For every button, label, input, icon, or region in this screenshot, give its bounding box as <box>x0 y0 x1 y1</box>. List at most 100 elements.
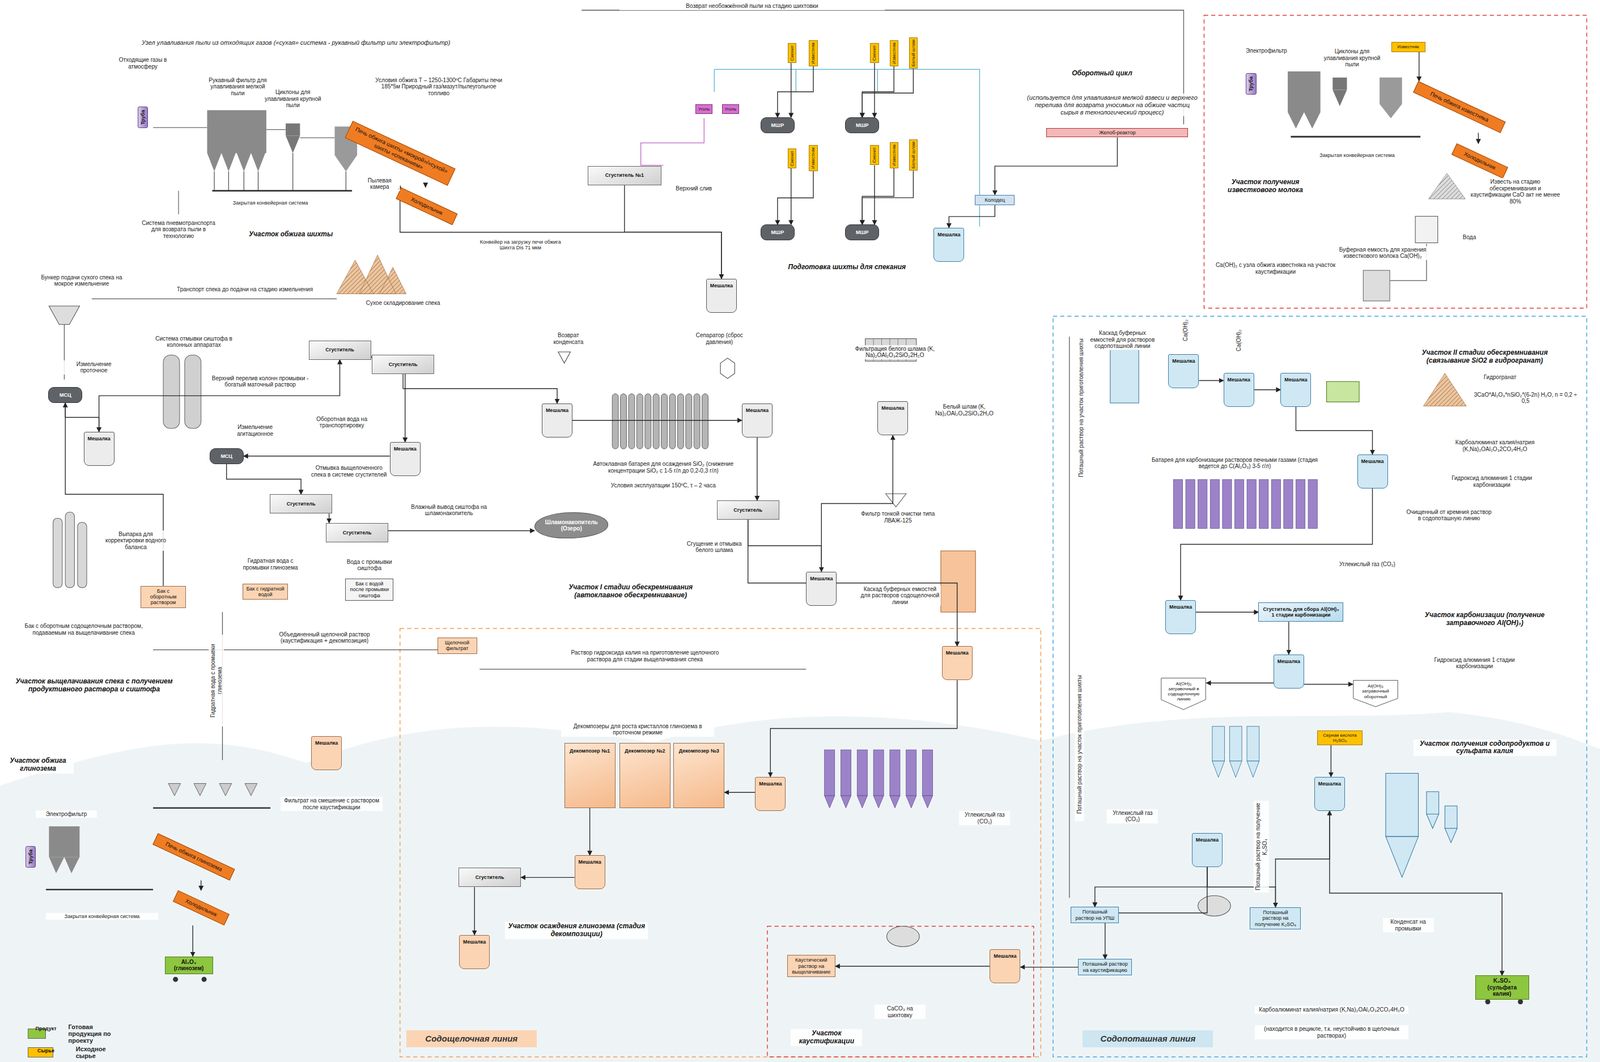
mixing-tank: Мешалка <box>1191 833 1223 868</box>
rotary-kiln: Холодильник <box>1451 143 1509 179</box>
annotation-text: Известь на стадию обескремнивания и каус… <box>1469 177 1562 206</box>
node-text: Мешалка <box>463 939 486 945</box>
node-text: Труба <box>1248 76 1254 92</box>
chimney-stack: Труба <box>1245 73 1256 95</box>
node-text: Белый шлам <box>910 39 916 67</box>
rotary-kiln: Холодильник <box>395 187 458 225</box>
node-text: Мешалка <box>545 407 569 414</box>
flow-arrow <box>400 185 722 279</box>
flow-arrow <box>192 925 193 957</box>
annotation-text: Оборотная вода на транспортировку <box>300 415 383 430</box>
flow-arrow <box>1195 612 1259 613</box>
flow-arrow <box>388 530 535 532</box>
node-text: МШР <box>855 229 869 236</box>
flow-arrow <box>1105 867 1208 960</box>
node-text: Сгуститель №1 <box>605 172 644 178</box>
node-text: Бак с водой после промывки сиштофа <box>348 580 390 599</box>
section-title: Подготовка шихты для спекания <box>765 262 929 273</box>
annotation-text: (используется для улавливания мелкой взв… <box>1025 93 1199 117</box>
node-text: Щелочной фильтрат <box>440 639 474 652</box>
annotation-text: Фильтрация белого шлама (K, Na)₂OAl₂O₃2S… <box>849 345 941 360</box>
annotation-text: Поташный раствор на участок приготовлени… <box>1076 331 1086 485</box>
area-frame <box>400 628 1042 1058</box>
node-text: Al(OH)₃ затравочный оборотный <box>1356 683 1395 700</box>
node-text: Поташный раствор на УПШ <box>1074 909 1116 922</box>
raw-material-box: Сиенит <box>869 145 879 165</box>
flow-arrow <box>756 437 758 501</box>
ball-mill: МШР <box>760 117 795 134</box>
node-text: Мешалка <box>578 859 601 865</box>
ball-mill: МШР <box>845 224 880 241</box>
annotation-text: Ca(OH)₂ <box>1234 331 1244 352</box>
node-text: МСЦ <box>59 392 72 398</box>
flow-arrow <box>862 68 914 118</box>
mixing-tank: Мешалка <box>1314 777 1345 812</box>
flow-arrow <box>1206 682 1273 683</box>
raw-material-box: Известняк <box>889 40 899 67</box>
section-title: Участок получения известкового молока <box>1208 177 1322 195</box>
annotation-text: Гидратная вода с промывки глинозема <box>208 634 224 727</box>
legend-text: Исходное сырье <box>75 1045 115 1060</box>
annotation-text: Бункер подачи сухого спека на мокрое изм… <box>35 273 128 288</box>
evaporator <box>53 512 87 588</box>
mixing-tank: Мешалка <box>933 227 965 262</box>
node-text: Мешалка <box>993 953 1017 959</box>
flow-arrow <box>948 205 995 228</box>
decomposer: Декомпозер №1 <box>564 743 616 809</box>
annotation-text: Карбоалюминат калия/натрия (K,Na)₂OAl₂O₃… <box>1439 438 1552 453</box>
flow-arrow <box>402 374 558 404</box>
thickener: Сгуститель <box>371 354 435 375</box>
node-text: Мешалка <box>1277 658 1301 665</box>
node-text: Мешалка <box>745 407 769 414</box>
flow-arrow <box>200 880 202 891</box>
annotation-text: Буферная емкость для хранения известково… <box>1326 245 1440 261</box>
hopper-shape <box>1161 677 1206 710</box>
process-lines <box>64 10 1427 898</box>
node-text: Al₂O₃ (глинозем) <box>168 958 210 973</box>
flow-arrow <box>1180 488 1373 601</box>
product-box: Al₂O₃ (глинозем) <box>164 956 214 975</box>
mixing-tank: Мешалка <box>83 431 115 466</box>
hydrogarnet-filter <box>1326 381 1360 402</box>
bag-filter <box>206 109 266 172</box>
annotation-text: Сепаратор (сброс давления) <box>688 331 750 346</box>
node-text: Мешалка <box>758 781 782 787</box>
raw-material-box: Белый шлам <box>909 139 918 172</box>
flow-arrow <box>862 66 894 118</box>
annotation-text: Сухое складирование спека <box>362 299 444 308</box>
node-text: Белый шлам <box>910 141 916 169</box>
collection-well: Колодец <box>974 194 1015 206</box>
node-text: Печь обжига известняка <box>1428 90 1490 124</box>
annotation-text: (находится в рецикле, т.к. неустойчиво в… <box>1254 1025 1408 1040</box>
annotation-text: Транспорт спека до подачи на стадию изме… <box>158 285 332 294</box>
section-title: Участок выщелачивания спека с получением… <box>2 677 186 695</box>
node-text: Мешалка <box>1318 781 1341 787</box>
node-text: Известняк <box>891 144 897 167</box>
mixing-tank: Мешалка <box>877 401 908 436</box>
flow-arrow <box>1275 811 1330 908</box>
node-text: Содощелочная линия <box>425 1033 518 1044</box>
section-title: Оборотный цикл <box>1050 69 1153 79</box>
flow-arrow <box>777 171 814 225</box>
annotation-text: Пылевая камера <box>359 176 401 192</box>
flow-arrow <box>770 680 957 777</box>
flow-arrow <box>1478 132 1479 144</box>
node-text: Желоб-реактор <box>1098 129 1136 136</box>
thickener: Сгуститель <box>716 500 780 520</box>
flow-arrow <box>862 170 914 225</box>
annotation-text: Конвейер на загрузку печи обжига Шихта D… <box>474 238 567 252</box>
flow-arrow <box>520 877 575 878</box>
node-text: Колодец <box>985 197 1006 203</box>
trough-reactor: Желоб-реактор <box>1046 128 1188 138</box>
node-text: Шламонакопитель (Озеро) <box>537 519 605 533</box>
flow-arrow <box>226 464 301 495</box>
hopper-shape <box>1353 680 1398 708</box>
annotation-text: Циклоны для улавливания крупной пыли <box>1321 47 1383 69</box>
annotation-text: Отмывка выщелоченного спека в системе сг… <box>308 464 390 479</box>
annotation-text: Фильтрат на смешение с раствором после к… <box>280 796 383 812</box>
settlers <box>1212 726 1260 778</box>
line-band: Содопоташная линия <box>1082 1030 1213 1048</box>
raw-material-box: Сиенит <box>787 148 797 169</box>
